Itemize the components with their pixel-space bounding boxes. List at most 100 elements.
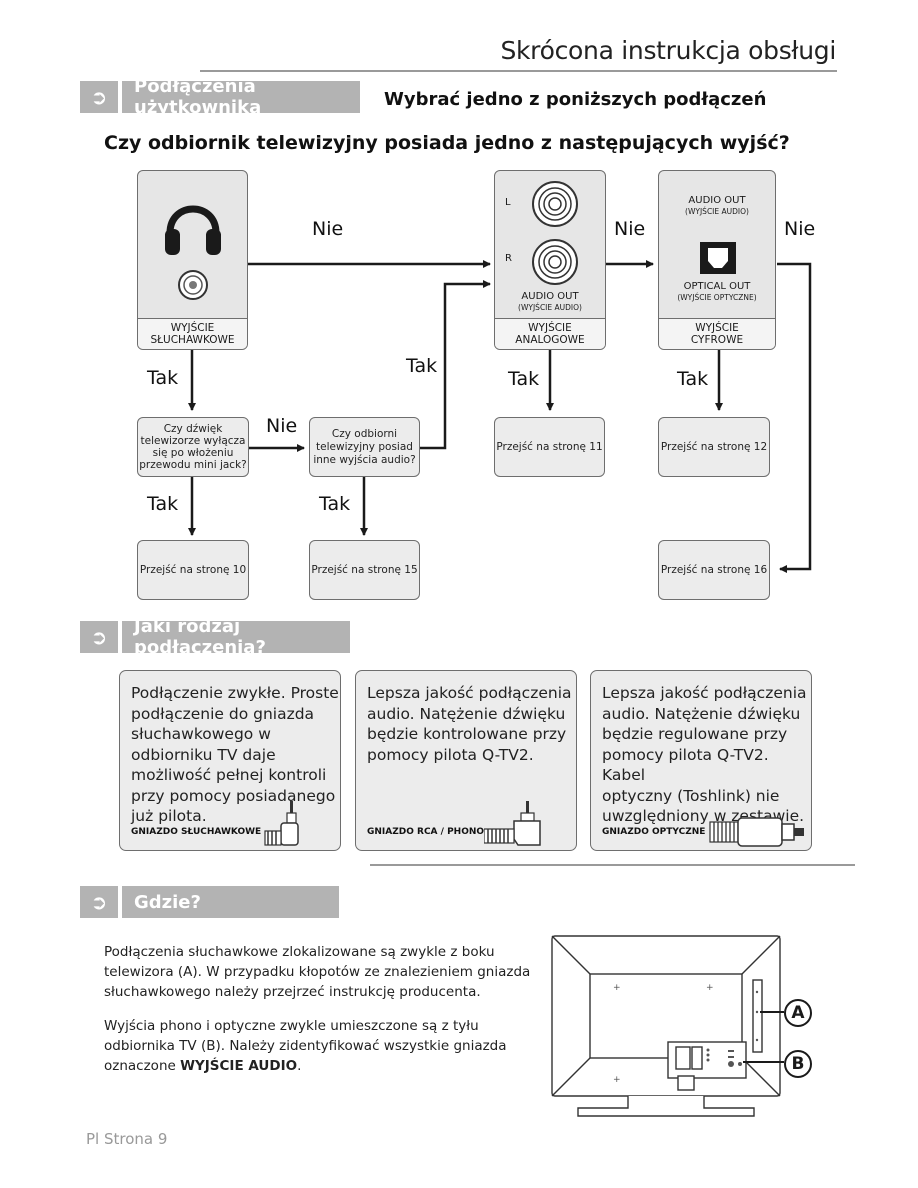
question-other-line2: telewizyjny posiad [316,440,413,453]
card3-line1: Lepsza jakość podłączenia [602,684,807,702]
card1-line2: podłączenie do gniazda [131,704,315,723]
source-digital-label-line2: CYFROWE [690,334,744,346]
optical-socket-label: GNIAZDO OPTYCZNE [602,827,706,837]
flow-yes-3: Tak [508,368,540,390]
question-headphone-line1: Czy dźwięk [163,423,223,435]
flow-yes-4: Tak [677,368,709,390]
channel-l-label: L [505,197,511,208]
card1-line3: słuchawkowego w [131,725,271,743]
page-footer: Pl Strona 9 [86,1130,168,1148]
analog-audio-out-sub: (WYJŚCIE AUDIO) [518,303,582,312]
section-arrow-icon: ➲ [80,886,118,918]
where-p1-line2: telewizora (A). W przypadku kłopotów ze … [104,964,531,980]
main-question: Czy odbiornik telewizyjny posiada jedno … [104,132,790,154]
rca-plug-icon [484,801,541,846]
where-p1-line3: słuchawkowego należy przejrzeć instrukcj… [104,984,481,1000]
flow-no-2: Nie [614,218,646,240]
svg-text:+: + [613,1075,621,1085]
where-p2-suffix: . [297,1058,302,1074]
headphone-socket-label: GNIAZDO SŁUCHAWKOWE [131,827,262,837]
page-header-title: Skrócona instrukcja obsługi [500,36,836,65]
source-digital-output: AUDIO OUT (WYJŚCIE AUDIO) OPTICAL OUT (W… [658,170,776,350]
where-p1-line1: Podłączenia słuchawkowe zlokalizowane są… [104,944,495,960]
card1-line1: Podłączenie zwykłe. Proste [131,684,339,702]
card3-line4: pomocy pilota Q-TV2. Kabel [602,745,769,785]
where-p2-line2: odbiornika TV (B). Należy zidentyfikować… [104,1038,507,1054]
tv-back-illustration: + + + [551,935,784,1117]
mini-jack-plug-icon [264,801,299,846]
rca-socket-label: GNIAZDO RCA / PHONO [367,827,485,837]
connection-card-rca: Lepsza jakość podłączenia audio. Natężen… [355,670,577,851]
marker-a: A [784,999,812,1027]
analog-audio-out-label: AUDIO OUT [521,291,579,302]
question-headphone-line2: telewizorze wyłącza [140,435,246,447]
card2-line1: Lepsza jakość podłączenia [367,684,572,702]
source-headphone-label-line1: WYJŚCIE [170,322,215,334]
card2-line3: będzie kontrolowane przy [367,725,567,743]
where-paragraph-1: Podłączenia słuchawkowe zlokalizowane są… [104,942,530,1002]
card1-line7: już pilota. [131,807,207,825]
optical-socket-icon [700,242,736,274]
where-p2-prefix: oznaczone [104,1058,181,1074]
flow-no-3: Nie [784,218,816,240]
flow-yes-1: Tak [147,367,179,389]
card2-line4: pomocy pilota Q-TV2. [367,745,534,764]
question-headphone-line4: przewodu mini jack? [139,459,247,471]
header-rule [200,70,837,72]
card3-line5: optyczny (Toshlink) nie [602,786,780,805]
optical-plug-icon [709,817,804,847]
section-arrow-icon: ➲ [80,81,118,113]
where-p2-line3: oznaczone WYJŚCIE AUDIO. [104,1056,507,1076]
section-subtitle: Wybrać jedno z poniższych podłączeń [384,89,767,110]
flow-no-1: Nie [312,218,344,240]
card2-line2: audio. Natężenie dźwięku [367,704,566,723]
rca-sockets-icon [532,181,578,285]
goto-page-16: Przejść na stronę 16 [658,540,770,600]
flow-yes-6: Tak [319,493,351,515]
connection-card-optical: Lepsza jakość podłączenia audio. Natężen… [590,670,812,851]
where-p2-line1: Wyjścia phono i optyczne zwykle umieszcz… [104,1018,479,1034]
headphones-icon [165,205,221,300]
optical-out-label: OPTICAL OUT [683,281,751,292]
section-divider [370,864,855,866]
flow-no-4: Nie [266,415,298,437]
digital-audio-out-sub: (WYJŚCIE AUDIO) [685,207,749,216]
svg-text:+: + [613,983,621,993]
question-other-line1: Czy odbiorni [331,427,398,440]
source-digital-label-line1: WYJŚCIE [695,322,739,334]
source-headphone-label-line2: SŁUCHAWKOWE [150,334,235,346]
section-title-where: Gdzie? [122,886,339,918]
where-paragraph-2: Wyjścia phono i optyczne zwykle umieszcz… [104,1016,507,1076]
question-headphone-mute: Czy dźwięk telewizorze wyłącza się po wł… [137,417,249,477]
source-analog-label-line1: WYJŚCIE [528,322,572,334]
optical-out-sub: (WYJŚCIE OPTYCZNE) [677,293,757,302]
goto-page-11: Przejść na stronę 11 [494,417,605,477]
question-headphone-line3: się po włożeniu [152,447,234,459]
goto-page-12: Przejść na stronę 12 [658,417,770,477]
card3-line2: audio. Natężenie dźwięku [602,704,801,723]
question-other-line3: inne wyjścia audio? [313,453,416,466]
channel-r-label: R [505,253,512,264]
where-p2-bold: WYJŚCIE AUDIO [180,1058,298,1074]
section-title-connection-type: Jaki rodzaj podłączenia? [122,616,350,658]
section-title-connections: Podłączenia użytkownika [122,76,360,118]
digital-audio-out-label: AUDIO OUT [688,195,746,206]
goto-page-15: Przejść na stronę 15 [309,540,420,600]
question-other-outputs: Czy odbiorni telewizyjny posiad inne wyj… [309,417,420,477]
card1-line5: możliwość pełnej kontroli [131,766,327,784]
marker-b: B [784,1050,812,1078]
source-analog-label-line2: ANALOGOWE [515,334,585,346]
card1-line4: odbiorniku TV daje [131,745,276,764]
card1-line6: przy pomocy posiadanego [131,786,336,805]
goto-page-10: Przejść na stronę 10 [137,540,249,600]
card3-line3: będzie regulowane przy [602,725,788,743]
section-arrow-icon: ➲ [80,621,118,653]
flow-yes-2: Tak [406,355,438,377]
flow-yes-5: Tak [147,493,179,515]
